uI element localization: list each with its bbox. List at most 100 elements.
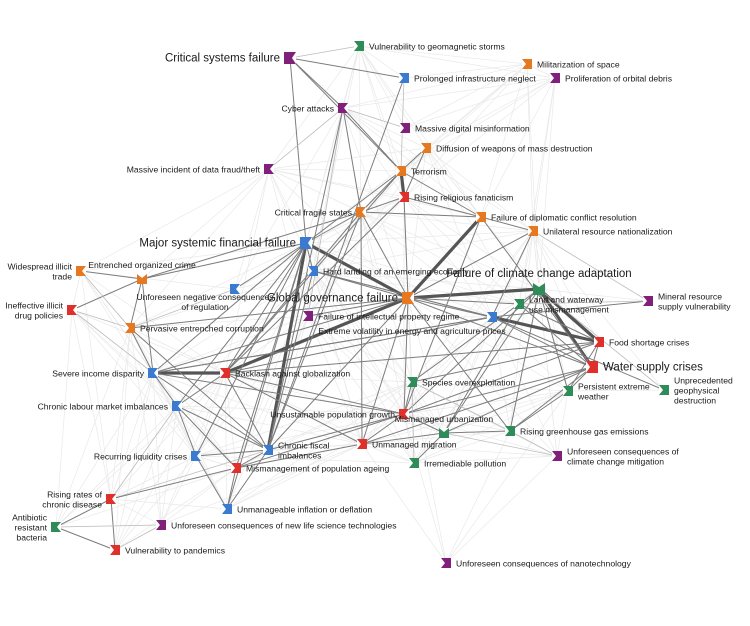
node-marker-technological[interactable]: [338, 103, 348, 113]
node-water-supply[interactable]: Water supply crises: [586, 361, 703, 374]
node-marker-geopolitical[interactable]: [76, 266, 86, 276]
node-labour-imbalances[interactable]: Chronic labour market imbalances: [38, 401, 182, 412]
node-critical-fragile-states[interactable]: Critical fragile states: [275, 207, 366, 218]
node-life-science[interactable]: Unforeseen consequences of new life scie…: [156, 520, 397, 531]
node-pandemics[interactable]: Vulnerability to pandemics: [110, 545, 225, 556]
node-liquidity-crises[interactable]: Recurring liquidity crises: [94, 451, 201, 462]
node-income-disparity[interactable]: Severe income disparity: [52, 368, 158, 379]
node-nanotechnology[interactable]: Unforeseen consequences of nanotechnolog…: [441, 558, 632, 569]
node-orbital-debris[interactable]: Proliferation of orbital debris: [550, 73, 672, 84]
node-marker-geopolitical[interactable]: [137, 274, 147, 284]
node-marker-societal[interactable]: [110, 545, 120, 555]
node-critical-systems-failure[interactable]: Critical systems failure: [165, 52, 296, 65]
node-marker-economic[interactable]: [172, 401, 182, 411]
node-marker-environmental[interactable]: [659, 385, 669, 395]
node-terrorism[interactable]: Terrorism: [396, 166, 447, 177]
node-marker-environmental[interactable]: [514, 299, 524, 309]
node-weapons-mass-destruction[interactable]: Diffusion of weapons of mass destruction: [421, 143, 593, 154]
node-marker-societal[interactable]: [594, 337, 604, 347]
node-marker-technological[interactable]: [264, 164, 274, 174]
node-marker-environmental[interactable]: [505, 426, 515, 436]
node-backlash-globalization[interactable]: Backlash against globalization: [220, 368, 350, 379]
node-marker-economic[interactable]: [222, 504, 232, 514]
node-resource-nationalization[interactable]: Unilateral resource nationalization: [528, 226, 673, 237]
node-marker-geopolitical[interactable]: [356, 207, 366, 217]
node-marker-societal[interactable]: [586, 361, 598, 373]
node-marker-economic[interactable]: [191, 451, 201, 461]
node-marker-technological[interactable]: [643, 296, 653, 306]
node-population-growth[interactable]: Unsustainable population growth: [270, 409, 409, 420]
node-marker-economic[interactable]: [263, 445, 273, 455]
node-geomagnetic-storms[interactable]: Vulnerability to geomagnetic storms: [354, 41, 505, 52]
node-marker-technological[interactable]: [303, 311, 313, 321]
node-intellectual-property[interactable]: Failure of intellectual property regime: [303, 311, 460, 322]
node-marker-societal[interactable]: [399, 409, 409, 419]
node-marker-societal[interactable]: [231, 463, 241, 473]
node-marker-societal[interactable]: [67, 305, 77, 315]
node-marker-societal[interactable]: [106, 494, 116, 504]
node-marker-geopolitical[interactable]: [522, 59, 532, 69]
node-marker-geopolitical[interactable]: [402, 292, 414, 304]
node-systemic-financial-failure[interactable]: Major systemic financial failure: [139, 237, 312, 250]
node-unmanaged-migration[interactable]: Unmanaged migration: [357, 439, 457, 450]
node-marker-environmental[interactable]: [409, 458, 419, 468]
node-marker-economic[interactable]: [230, 284, 240, 294]
node-pervasive-corruption[interactable]: Pervasive entrenched corruption: [125, 323, 264, 334]
node-marker-environmental[interactable]: [563, 386, 573, 396]
node-marker-technological[interactable]: [284, 52, 296, 64]
node-marker-societal[interactable]: [399, 192, 409, 202]
node-religious-fanaticism[interactable]: Rising religious fanaticism: [399, 192, 513, 203]
node-inflation-deflation[interactable]: Unmanageable inflation or deflation: [222, 504, 372, 515]
node-marker-environmental[interactable]: [407, 377, 417, 387]
node-marker-technological[interactable]: [156, 520, 166, 530]
node-marker-geopolitical[interactable]: [476, 212, 486, 222]
node-marker-geopolitical[interactable]: [528, 226, 538, 236]
node-food-shortage[interactable]: Food shortage crises: [594, 337, 689, 348]
node-species-overexploitation[interactable]: Species overexploitation: [407, 377, 515, 388]
node-organized-crime[interactable]: Entrenched organized crime: [88, 260, 196, 284]
node-marker-technological[interactable]: [550, 73, 560, 83]
node-marker-societal[interactable]: [357, 439, 367, 449]
node-data-fraud[interactable]: Massive incident of data fraud/theft: [127, 164, 274, 175]
node-price-volatility[interactable]: Extreme volatility in energy and agricul…: [318, 312, 506, 336]
node-diplomatic-conflict[interactable]: Failure of diplomatic conflict resolutio…: [476, 212, 637, 223]
node-marker-technological[interactable]: [441, 558, 451, 568]
node-marker-environmental[interactable]: [354, 41, 364, 51]
node-population-ageing[interactable]: Mismanagement of population ageing: [231, 463, 390, 474]
node-cyber-attacks[interactable]: Cyber attacks: [281, 103, 348, 114]
node-marker-technological[interactable]: [552, 451, 562, 461]
node-mismanaged-urbanization[interactable]: Mismanaged urbanization: [395, 414, 494, 438]
node-marker-geopolitical[interactable]: [421, 143, 431, 153]
node-militarization-space[interactable]: Militarization of space: [522, 59, 620, 70]
node-marker-economic[interactable]: [399, 73, 409, 83]
node-marker-environmental[interactable]: [533, 283, 545, 295]
node-marker-economic[interactable]: [300, 237, 312, 249]
node-infrastructure-neglect[interactable]: Prolonged infrastructure neglect: [399, 73, 536, 84]
node-greenhouse-gas[interactable]: Rising greenhouse gas emissions: [505, 426, 649, 437]
node-marker-societal[interactable]: [220, 368, 230, 378]
node-irremediable-pollution[interactable]: Irremediable pollution: [409, 458, 506, 469]
node-digital-misinformation[interactable]: Massive digital misinformation: [400, 123, 530, 134]
node-marker-environmental[interactable]: [439, 428, 449, 438]
node-marker-economic[interactable]: [487, 312, 497, 322]
node-marker-geopolitical[interactable]: [396, 166, 406, 176]
node-marker-technological[interactable]: [400, 123, 410, 133]
node-hard-landing[interactable]: Hard landing of an emerging economy: [308, 266, 469, 277]
node-governance-failure[interactable]: Global governance failure: [267, 292, 414, 305]
node-climate-adaptation[interactable]: Failure of climate change adaptation: [446, 268, 632, 295]
node-marker-environmental[interactable]: [51, 522, 61, 532]
node-marker-economic[interactable]: [148, 368, 158, 378]
node-marker-geopolitical[interactable]: [125, 323, 135, 333]
node-marker-economic[interactable]: [308, 266, 318, 276]
